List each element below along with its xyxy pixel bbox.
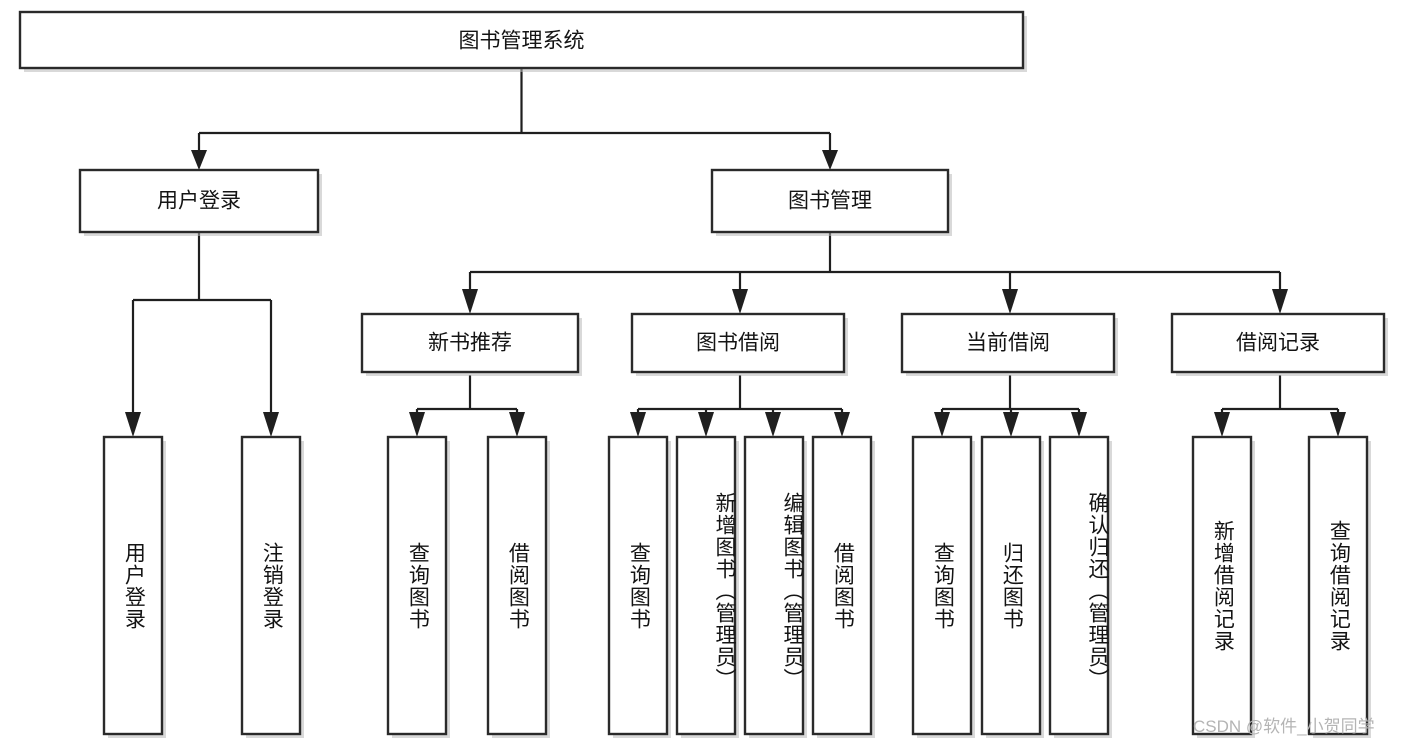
node-leaf-query-book-1[interactable] [386,435,448,736]
arrow-head-new-book-recommend [462,289,478,314]
arrow-head-leaf-user-login [125,412,141,437]
node-new-book-recommend-label: 新书推荐 [428,332,512,355]
arrow-head-book-borrow [732,289,748,314]
arrow-head-leaf-confirm-return [1071,412,1087,437]
node-leaf-query-record[interactable] [1307,435,1369,736]
node-leaf-return-book[interactable] [980,435,1042,736]
arrow-head-leaf-borrow-book-2 [834,412,850,437]
node-current-borrow[interactable] [900,312,1116,374]
node-current-borrow-label: 当前借阅 [966,332,1050,355]
arrow-head-leaf-query-book-1 [409,412,425,437]
csdn-watermark: CSDN @软件_小贺同学 [1193,717,1375,736]
arrow-head-leaf-borrow-book-1 [509,412,525,437]
node-leaf-query-book-3[interactable] [911,435,973,736]
node-leaf-borrow-book-2[interactable] [811,435,873,736]
node-book-borrow[interactable] [630,312,846,374]
node-user-login-label: 用户登录 [157,190,241,213]
arrow-head-user-login [191,150,207,170]
node-book-borrow-label: 图书借阅 [696,332,780,355]
node-borrow-record[interactable] [1170,312,1386,374]
arrow-head-leaf-add-record [1214,412,1230,437]
node-borrow-record-label: 借阅记录 [1236,332,1320,355]
arrow-head-leaf-add-book [698,412,714,437]
node-root-label: 图书管理系统 [459,30,585,53]
node-book-management[interactable] [710,168,950,234]
arrow-head-borrow-record [1272,289,1288,314]
node-leaf-add-record[interactable] [1191,435,1253,736]
arrow-head-leaf-logout [263,412,279,437]
node-root[interactable] [18,10,1025,70]
node-layer: 图书管理系统 用户登录 图书管理 新书推荐 图书借阅 当前借阅 借阅记录 [18,10,1388,738]
node-leaf-edit-book[interactable] [743,435,805,736]
node-leaf-user-login[interactable] [102,435,164,736]
arrow-head-current-borrow [1002,289,1018,314]
node-leaf-confirm-return[interactable] [1048,435,1110,736]
arrow-head-leaf-return-book [1003,412,1019,437]
arrow-head-leaf-query-book-3 [934,412,950,437]
node-leaf-logout[interactable] [240,435,302,736]
node-leaf-query-book-2[interactable] [607,435,669,736]
node-leaf-add-book[interactable] [675,435,737,736]
node-new-book-recommend[interactable] [360,312,580,374]
node-book-management-label: 图书管理 [788,190,872,213]
connector-layer [125,68,1346,437]
node-user-login[interactable] [78,168,320,234]
arrow-head-leaf-query-book-2 [630,412,646,437]
arrow-head-book-management [822,150,838,170]
node-leaf-borrow-book-1[interactable] [486,435,548,736]
arrow-head-leaf-query-record [1330,412,1346,437]
arrow-head-leaf-edit-book [765,412,781,437]
